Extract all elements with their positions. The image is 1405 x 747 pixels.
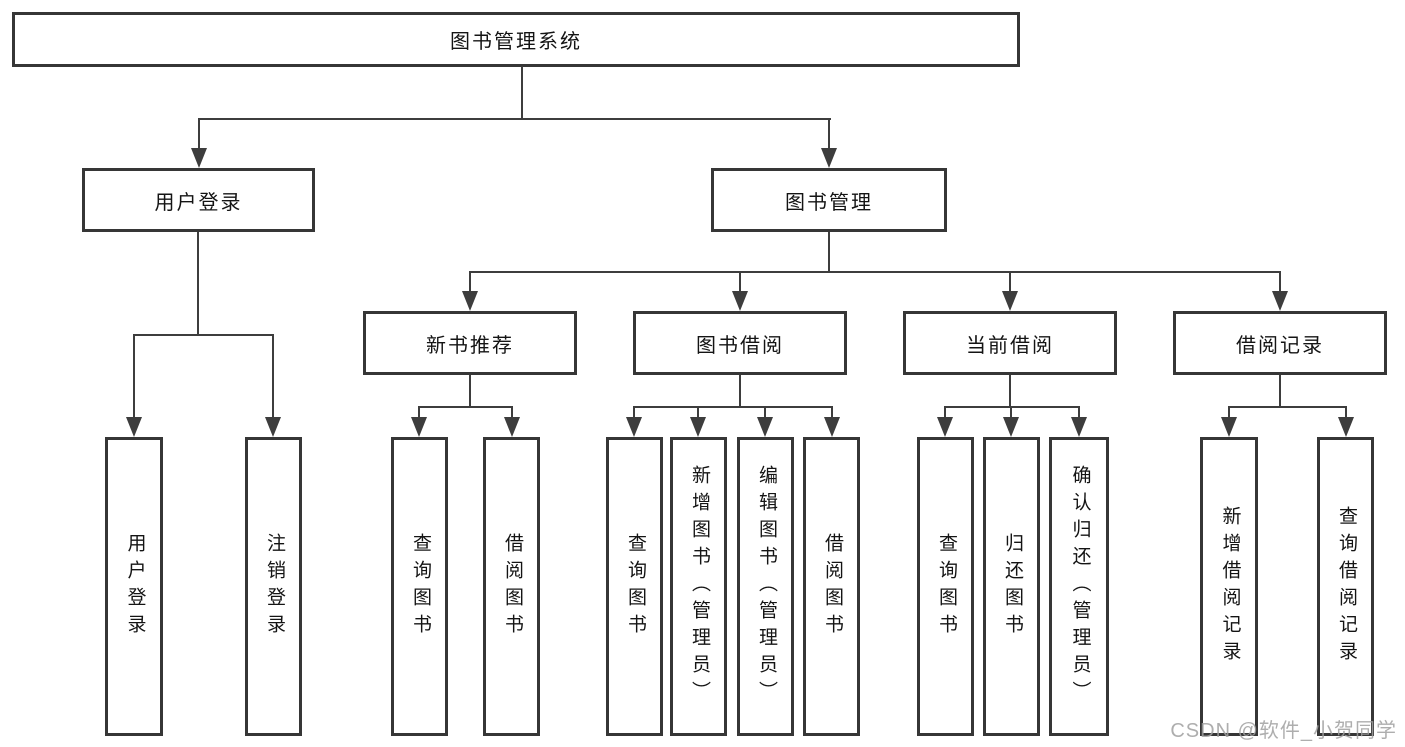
leaf-label: 查询图书: [935, 532, 957, 641]
leaf-label: 确认归还（管理员）: [1069, 465, 1091, 708]
node-leaf-borrow-book-2: 借阅图书: [803, 437, 860, 736]
connector-to-leaf: [418, 406, 420, 420]
arrow-down-icon: [824, 417, 840, 437]
node-book-borrow: 图书借阅: [633, 311, 847, 375]
leaf-label: 归还图书: [1001, 532, 1023, 641]
arrow-down-icon: [1272, 291, 1288, 311]
connector-to-leaf: [1010, 406, 1012, 420]
connector-current-borrow-branch: [945, 406, 1079, 408]
arrow-down-icon: [462, 291, 478, 311]
connector-borrow-records-branch: [1229, 406, 1346, 408]
node-leaf-return-book: 归还图书: [983, 437, 1040, 736]
node-leaf-query-book-1: 查询图书: [391, 437, 448, 736]
node-leaf-query-book-3: 查询图书: [917, 437, 974, 736]
arrow-down-icon: [265, 417, 281, 437]
arrow-down-icon: [690, 417, 706, 437]
leaf-label: 查询图书: [624, 532, 646, 641]
node-leaf-add-borrow-record: 新增借阅记录: [1200, 437, 1258, 736]
csdn-watermark: CSDN @软件_小贺同学: [1170, 720, 1397, 742]
connector-to-leaf-user-login: [133, 334, 135, 419]
node-leaf-user-login: 用户登录: [105, 437, 163, 736]
leaf-label: 用户登录: [124, 532, 146, 641]
arrow-down-icon: [626, 417, 642, 437]
connector-to-borrow-records: [1279, 271, 1281, 293]
connector-to-leaf: [1078, 406, 1080, 420]
arrow-down-icon: [504, 417, 520, 437]
connector-to-leaf: [697, 406, 699, 420]
connector-to-leaf: [633, 406, 635, 420]
leaf-label: 查询图书: [409, 532, 431, 641]
connector-to-current-borrow: [1009, 271, 1011, 293]
connector-to-leaf-logout: [272, 334, 274, 419]
connector-to-leaf: [1228, 406, 1230, 420]
connector-to-leaf: [831, 406, 833, 420]
connector-current-borrow-stem: [1009, 375, 1011, 408]
arrow-down-icon: [757, 417, 773, 437]
leaf-label: 查询借阅记录: [1335, 505, 1357, 668]
node-book-management: 图书管理: [711, 168, 947, 232]
connector-to-book-borrow: [739, 271, 741, 293]
node-leaf-borrow-book-1: 借阅图书: [483, 437, 540, 736]
connector-book-management-branch: [470, 271, 1281, 273]
connector-new-book-recommend-branch: [419, 406, 513, 408]
connector-to-new-book-recommend: [469, 271, 471, 293]
node-user-login: 用户登录: [82, 168, 315, 232]
arrow-down-icon: [1338, 417, 1354, 437]
arrow-down-icon: [126, 417, 142, 437]
connector-to-leaf: [944, 406, 946, 420]
connector-root-branch: [198, 118, 831, 120]
node-new-book-recommend: 新书推荐: [363, 311, 577, 375]
node-leaf-confirm-return: 确认归还（管理员）: [1049, 437, 1109, 736]
arrow-down-icon: [411, 417, 427, 437]
node-leaf-edit-book-admin: 编辑图书（管理员）: [737, 437, 794, 736]
connector-to-leaf: [511, 406, 513, 420]
arrow-down-icon: [732, 291, 748, 311]
connector-book-management-stem: [828, 232, 830, 273]
connector-user-login-stem: [197, 232, 199, 336]
node-leaf-query-book-2: 查询图书: [606, 437, 663, 736]
node-leaf-query-borrow-record: 查询借阅记录: [1317, 437, 1374, 736]
connector-to-leaf: [1345, 406, 1347, 420]
node-leaf-add-book-admin: 新增图书（管理员）: [670, 437, 727, 736]
leaf-label: 借阅图书: [501, 532, 523, 641]
connector-book-borrow-stem: [739, 375, 741, 408]
connector-to-leaf: [764, 406, 766, 420]
arrow-down-icon: [1071, 417, 1087, 437]
connector-book-borrow-branch: [634, 406, 832, 408]
connector-new-book-recommend-stem: [469, 375, 471, 408]
node-leaf-logout: 注销登录: [245, 437, 302, 736]
node-root: 图书管理系统: [12, 12, 1020, 67]
leaf-label: 编辑图书（管理员）: [755, 465, 777, 708]
arrow-down-icon: [1003, 417, 1019, 437]
arrow-down-icon: [937, 417, 953, 437]
arrow-down-icon: [821, 148, 837, 168]
connector-borrow-records-stem: [1279, 375, 1281, 408]
node-current-borrow: 当前借阅: [903, 311, 1117, 375]
connector-user-login-branch: [133, 334, 274, 336]
arrow-down-icon: [1002, 291, 1018, 311]
leaf-label: 注销登录: [263, 532, 285, 641]
node-borrow-records: 借阅记录: [1173, 311, 1387, 375]
arrow-down-icon: [1221, 417, 1237, 437]
leaf-label: 借阅图书: [821, 532, 843, 641]
connector-to-book-management: [828, 118, 830, 150]
leaf-label: 新增借阅记录: [1219, 505, 1241, 668]
leaf-label: 新增图书（管理员）: [688, 465, 710, 708]
connector-root-stem: [521, 66, 523, 120]
connector-to-user-login: [198, 118, 200, 150]
arrow-down-icon: [191, 148, 207, 168]
